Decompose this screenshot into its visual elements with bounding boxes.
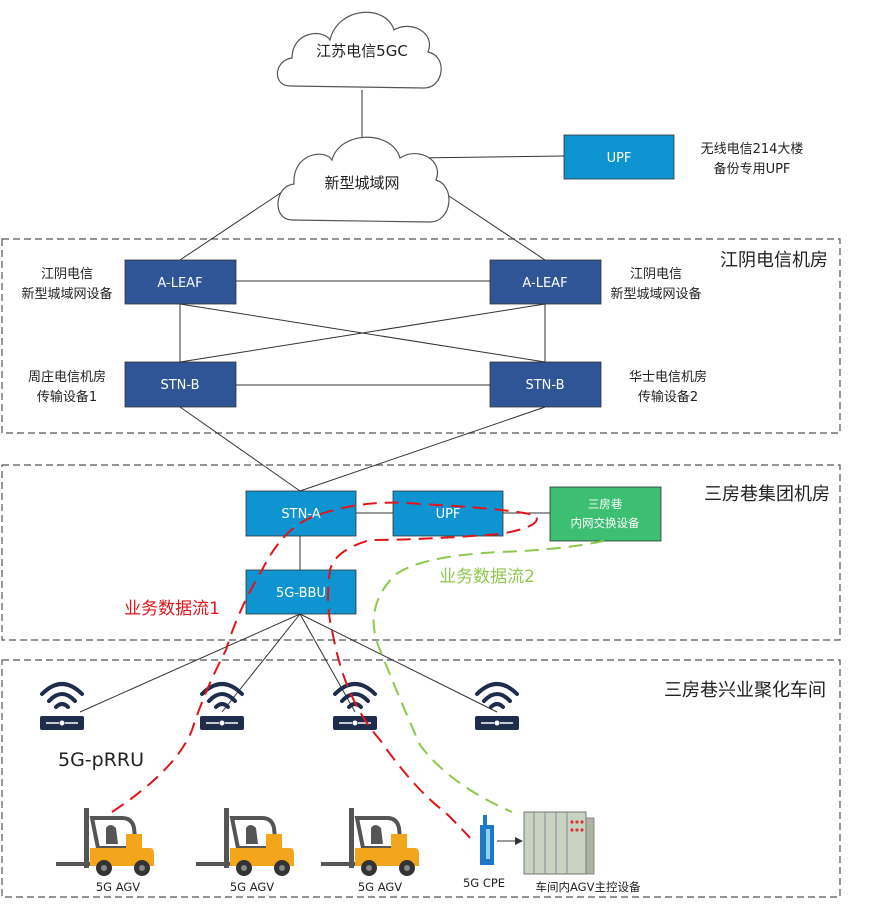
upf-backup-note-1: 无线电信214大楼 bbox=[701, 142, 804, 157]
stn-b-right-box bbox=[489, 361, 602, 408]
intranet-switch-box bbox=[549, 486, 662, 542]
stn-a-label: STN-A bbox=[281, 507, 320, 522]
agv-label-3: 5G AGV bbox=[358, 880, 402, 894]
cpe-icon bbox=[480, 815, 494, 865]
flow-1-label: 业务数据流1 bbox=[124, 599, 220, 619]
link-lines bbox=[79, 90, 565, 845]
agv-label-2: 5G AGV bbox=[230, 880, 274, 894]
prru-icon-1 bbox=[38, 682, 86, 732]
agv-icon-3 bbox=[319, 806, 421, 878]
stn-b-left-note-1: 周庄电信机房 bbox=[28, 369, 106, 385]
upf-backup-note-2: 备份专用UPF bbox=[714, 161, 791, 177]
stn-b-right-note-1: 华士电信机房 bbox=[629, 369, 707, 385]
stn-b-left-box bbox=[124, 361, 237, 408]
a-leaf-right-box bbox=[489, 259, 602, 305]
cloud-core-label: 江苏电信5GC bbox=[316, 42, 408, 60]
stn-b-left-note-2: 传输设备1 bbox=[37, 389, 97, 405]
prru-label: 5G-pRRU bbox=[58, 749, 144, 771]
bbu-box bbox=[245, 569, 357, 615]
prru-icon-4 bbox=[473, 682, 521, 732]
upf-box bbox=[392, 490, 504, 537]
bbu-label: 5G-BBU bbox=[276, 586, 326, 601]
a-leaf-left-note-1: 江阴电信 bbox=[41, 267, 93, 282]
flow-1-path bbox=[111, 501, 538, 839]
cpe-label: 5G CPE bbox=[463, 876, 505, 890]
upf-backup-box bbox=[563, 134, 675, 180]
cloud-metro: 新型城域网 bbox=[277, 136, 450, 223]
stn-a-box bbox=[245, 490, 357, 537]
zone-workshop-border bbox=[1, 659, 841, 898]
stn-b-right-note-2: 传输设备2 bbox=[638, 389, 698, 405]
flow-2-path bbox=[372, 540, 605, 813]
zone-group-title: 三房巷集团机房 bbox=[704, 484, 830, 505]
cloud-metro-label: 新型城域网 bbox=[324, 174, 399, 192]
agv-label-1: 5G AGV bbox=[96, 880, 140, 894]
agv-icon-2 bbox=[194, 806, 296, 878]
intranet-switch-label-1: 三房巷 bbox=[588, 497, 623, 511]
controller-icon bbox=[523, 811, 595, 875]
a-leaf-right-label: A-LEAF bbox=[522, 276, 567, 291]
upf-backup-label: UPF bbox=[607, 151, 632, 166]
zone-workshop-title: 三房巷兴业聚化车间 bbox=[664, 680, 826, 701]
controller-label: 车间内AGV主控设备 bbox=[536, 880, 641, 894]
a-leaf-left-note-2: 新型城域网设备 bbox=[21, 286, 112, 302]
zone-jiangyin-title: 江阴电信机房 bbox=[720, 250, 828, 271]
a-leaf-left-box bbox=[124, 259, 237, 305]
zone-group-border bbox=[1, 464, 841, 641]
upf-label: UPF bbox=[436, 507, 461, 522]
cloud-core: 江苏电信5GC bbox=[276, 11, 442, 89]
a-leaf-right-note-2: 新型城域网设备 bbox=[610, 286, 701, 302]
agv-icon-1 bbox=[54, 806, 156, 878]
stn-b-right-label: STN-B bbox=[525, 378, 564, 393]
zone-jiangyin-border bbox=[1, 238, 841, 434]
prru-icon-3 bbox=[331, 682, 379, 732]
a-leaf-left-label: A-LEAF bbox=[157, 276, 202, 291]
a-leaf-right-note-1: 江阴电信 bbox=[630, 267, 682, 282]
stn-b-left-label: STN-B bbox=[160, 378, 199, 393]
flow-2-label: 业务数据流2 bbox=[439, 567, 535, 587]
intranet-switch-label-2: 内网交换设备 bbox=[571, 516, 640, 530]
